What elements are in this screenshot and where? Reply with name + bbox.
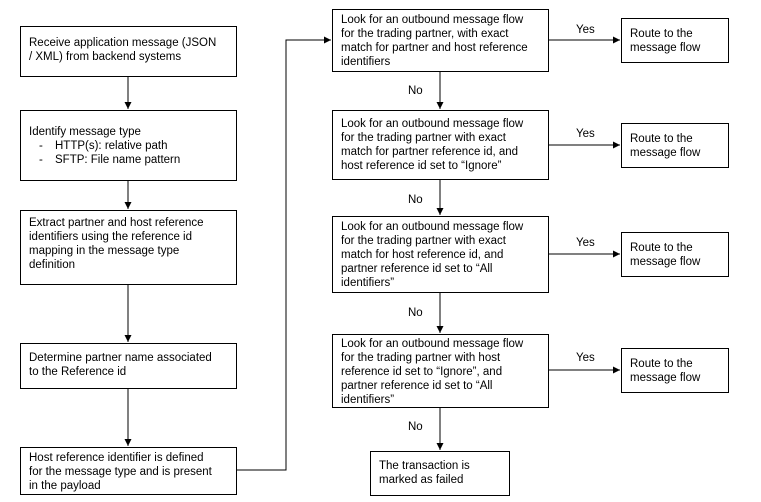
box-host-reference-defined: Host reference identifier is defined for…	[20, 447, 237, 495]
bullet-item: SFTP: File name pattern	[39, 153, 228, 167]
box-text-line: message flow	[630, 256, 701, 268]
box-receive-message: Receive application message (JSON / XML)…	[20, 26, 237, 77]
box-text-line: definition	[29, 259, 76, 271]
box-text-line: Route to the	[630, 358, 693, 370]
box-text-line: identifiers	[341, 56, 391, 68]
box-text-line: identifiers”	[341, 277, 395, 289]
box-determine-partner: Determine partner name associated to the…	[20, 343, 237, 389]
box-route-4: Route to the message flow	[621, 348, 729, 393]
box-text-line: Route to the	[630, 133, 693, 145]
box-text-line: Look for an outbound message flow	[341, 118, 524, 130]
box-text-line: The transaction is	[379, 460, 470, 472]
box-text-line: match for host reference id, and	[341, 249, 504, 261]
no-label-2: No	[408, 194, 423, 206]
box-identify-message-type: Identify message type HTTP(s): relative …	[20, 110, 237, 181]
box-lookup-exact-match: Look for an outbound message flow for th…	[332, 9, 549, 72]
box-text-line: message flow	[630, 42, 701, 54]
box-route-3: Route to the message flow	[621, 232, 729, 277]
box-text-line: for the trading partner with exact	[341, 235, 506, 247]
box-text-line: Receive application message (JSON	[29, 37, 217, 49]
box-text-line: match for partner and host reference	[341, 42, 528, 54]
arrow-host-lookup1	[237, 36, 331, 471]
box-text-line: Look for an outbound message flow	[341, 14, 524, 26]
box-text-line: identifiers”	[341, 394, 395, 406]
box-text-line: Look for an outbound message flow	[341, 338, 524, 350]
box-text-line: for the message type and is present	[29, 466, 212, 478]
yes-label-1: Yes	[576, 24, 595, 36]
box-text-line: message flow	[630, 372, 701, 384]
box-text-line: to the Reference id	[29, 366, 127, 378]
box-text-line: for the trading partner with host	[341, 352, 501, 364]
box-route-2: Route to the message flow	[621, 123, 729, 168]
box-text-line: Host reference identifier is defined	[29, 452, 204, 464]
box-text-line: Identify message type	[29, 126, 141, 138]
box-text-line: reference id set to “Ignore”, and	[341, 366, 503, 378]
yes-label-4: Yes	[576, 352, 595, 364]
yes-label-2: Yes	[576, 128, 595, 140]
box-text-line: Route to the	[630, 28, 693, 40]
box-text-line: Look for an outbound message flow	[341, 221, 524, 233]
box-lookup-host-ignore: Look for an outbound message flow for th…	[332, 110, 549, 180]
bullet-list: HTTP(s): relative path SFTP: File name p…	[29, 139, 228, 167]
box-text-line: Extract partner and host reference	[29, 217, 204, 229]
box-text-line: mapping in the message type	[29, 245, 180, 257]
box-text-line: match for partner reference id, and	[341, 146, 519, 158]
box-route-1: Route to the message flow	[621, 18, 729, 63]
box-text-line: for the trading partner with exact	[341, 132, 506, 144]
box-lookup-partner-all: Look for an outbound message flow for th…	[332, 216, 549, 293]
box-text-line: Route to the	[630, 242, 693, 254]
box-text-line: in the payload	[29, 480, 101, 492]
box-text-line: identifiers using the reference id	[29, 231, 193, 243]
bullet-item: HTTP(s): relative path	[39, 139, 228, 153]
yes-label-3: Yes	[576, 237, 595, 249]
box-extract-identifiers: Extract partner and host reference ident…	[20, 210, 237, 285]
box-text-line: / XML) from backend systems	[29, 51, 182, 63]
box-text-line: partner reference id set to “All	[341, 380, 493, 392]
box-text-line: Determine partner name associated	[29, 352, 212, 364]
box-text-line: message flow	[630, 147, 701, 159]
no-label-1: No	[408, 85, 423, 97]
box-text-line: for the trading partner, with exact	[341, 28, 509, 40]
box-transaction-failed: The transaction is marked as failed	[370, 451, 510, 496]
no-label-4: No	[408, 421, 423, 433]
box-text-line: marked as failed	[379, 474, 464, 486]
box-text-line: host reference id set to “Ignore”	[341, 160, 502, 172]
box-text-line: partner reference id set to “All	[341, 263, 493, 275]
no-label-3: No	[408, 307, 423, 319]
box-lookup-host-ignore-partner-all: Look for an outbound message flow for th…	[332, 334, 549, 408]
